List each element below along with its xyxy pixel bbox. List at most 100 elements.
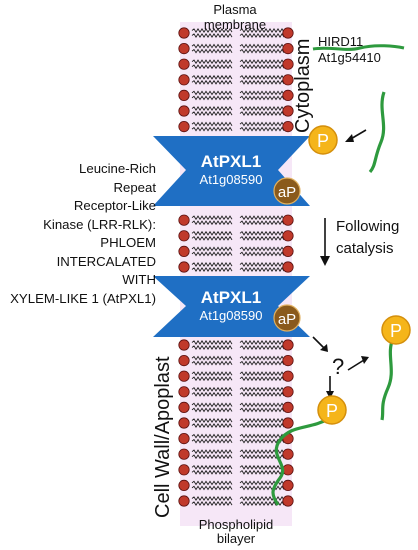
lipid-tail [239, 111, 285, 116]
lipid-head [178, 214, 190, 226]
svg-text:aP: aP [278, 311, 296, 328]
arrow-head [345, 134, 354, 142]
lipid-tail [191, 501, 233, 506]
following-line2: catalysis [336, 240, 394, 257]
lrr-line: INTERCALATED [56, 253, 156, 269]
lipid-tail [191, 386, 233, 392]
lipid-head [282, 89, 294, 102]
lipid-tail [239, 48, 285, 54]
lipid-head [178, 105, 190, 117]
lipid-tail [239, 43, 285, 49]
lipid-tail [191, 48, 233, 54]
arrow-q-right-head [361, 356, 369, 364]
lipid-tail [191, 454, 233, 460]
lrr-line: XYLEM-LIKE 1 (AtPXL1) [10, 290, 156, 306]
lipid-head [178, 417, 190, 429]
lipid-head [282, 27, 294, 39]
lipid-tail [239, 90, 285, 96]
lipid-head [282, 448, 294, 460]
lipid-head [178, 464, 190, 476]
lipid-tail [191, 33, 233, 38]
lipid-tail [191, 449, 233, 455]
svg-text:aP: aP [278, 184, 296, 201]
membrane-band [180, 22, 292, 526]
lipid-head [178, 27, 190, 39]
lipid-tail [239, 433, 285, 439]
lipid-tail [191, 64, 233, 70]
lipid-tail [239, 220, 285, 226]
lipid-head [178, 42, 190, 55]
lipid-tail [191, 126, 233, 132]
lipid-tail [191, 469, 233, 475]
lipid-tail [191, 433, 233, 439]
lipid-head [282, 230, 294, 242]
lipid-head [282, 464, 294, 476]
lipid-head [282, 479, 294, 491]
lipid-head [282, 417, 294, 429]
lipid-head [178, 89, 190, 102]
lipid-head [282, 245, 294, 257]
lipid-tail [239, 251, 285, 257]
phospholipid-label: Phospholipid bilayer [193, 518, 279, 546]
lipid-head [178, 339, 190, 351]
lrr-line: WITH [122, 272, 156, 287]
cytoplasm-label: Cytoplasm [292, 38, 314, 133]
hird11-label: HIRD11 At1g54410 [318, 34, 381, 66]
lipid-head [178, 58, 190, 70]
lipid-tail [191, 485, 233, 491]
lipid-tail [191, 391, 233, 397]
lipid-tail [191, 220, 233, 226]
lipid-tail [239, 360, 285, 366]
lipid-heads [178, 27, 294, 507]
lipid-tail [239, 464, 285, 470]
lipid-tail [239, 386, 285, 392]
lipid-head [178, 370, 190, 382]
lipid-tail [239, 418, 285, 423]
lipid-tail [191, 423, 233, 428]
hird11-name: HIRD11 [318, 34, 364, 49]
lipid-tail [191, 496, 233, 501]
phosphate-membrane: P [317, 395, 347, 425]
lipid-tail [239, 438, 285, 444]
svg-text:P: P [326, 401, 338, 421]
lipid-head [178, 479, 190, 491]
lipid-tail [239, 407, 285, 413]
hird11-peptide [312, 44, 405, 51]
lipid-tail [239, 391, 285, 397]
plasma-label-line2: membrane [203, 17, 267, 32]
phospholipid-label-line1: Phospholipid [198, 517, 274, 532]
lipid-tail [191, 371, 233, 377]
lipid-tail [239, 126, 285, 132]
lipid-tail [191, 28, 233, 33]
lipid-tail [239, 230, 285, 236]
lipid-tail [239, 423, 285, 428]
lipid-head [178, 448, 190, 460]
kinase-top-shape [153, 136, 310, 206]
lipid-tail [239, 345, 285, 350]
lipid-head [178, 401, 190, 413]
lipid-tail [191, 418, 233, 423]
lipid-head [282, 354, 294, 367]
lipid-tail [191, 407, 233, 413]
kinase-bottom-name: AtPXL1 [201, 288, 261, 307]
lipid-head [282, 370, 294, 382]
lipid-tail [191, 90, 233, 96]
lipid-tail [191, 480, 233, 486]
lipid-tail [191, 43, 233, 49]
lipid-tail [191, 246, 233, 252]
lipid-head [282, 339, 294, 351]
lipid-tail [239, 64, 285, 70]
lipid-tail [239, 28, 285, 33]
plasma-membrane-label: Plasma membrane [195, 2, 275, 32]
lipid-tail [239, 485, 285, 491]
lipid-head [282, 495, 294, 507]
autophos-top: aP [273, 177, 301, 205]
lipid-tail [239, 79, 285, 85]
lipid-head [282, 386, 294, 398]
lipid-head [178, 432, 190, 445]
lipid-tail [191, 79, 233, 85]
lipid-tail [239, 121, 285, 127]
lrr-rlk-description: Leucine-Rich Repeat Receptor-Like Kinase… [0, 160, 156, 308]
arrow-to-q-head [320, 344, 328, 352]
